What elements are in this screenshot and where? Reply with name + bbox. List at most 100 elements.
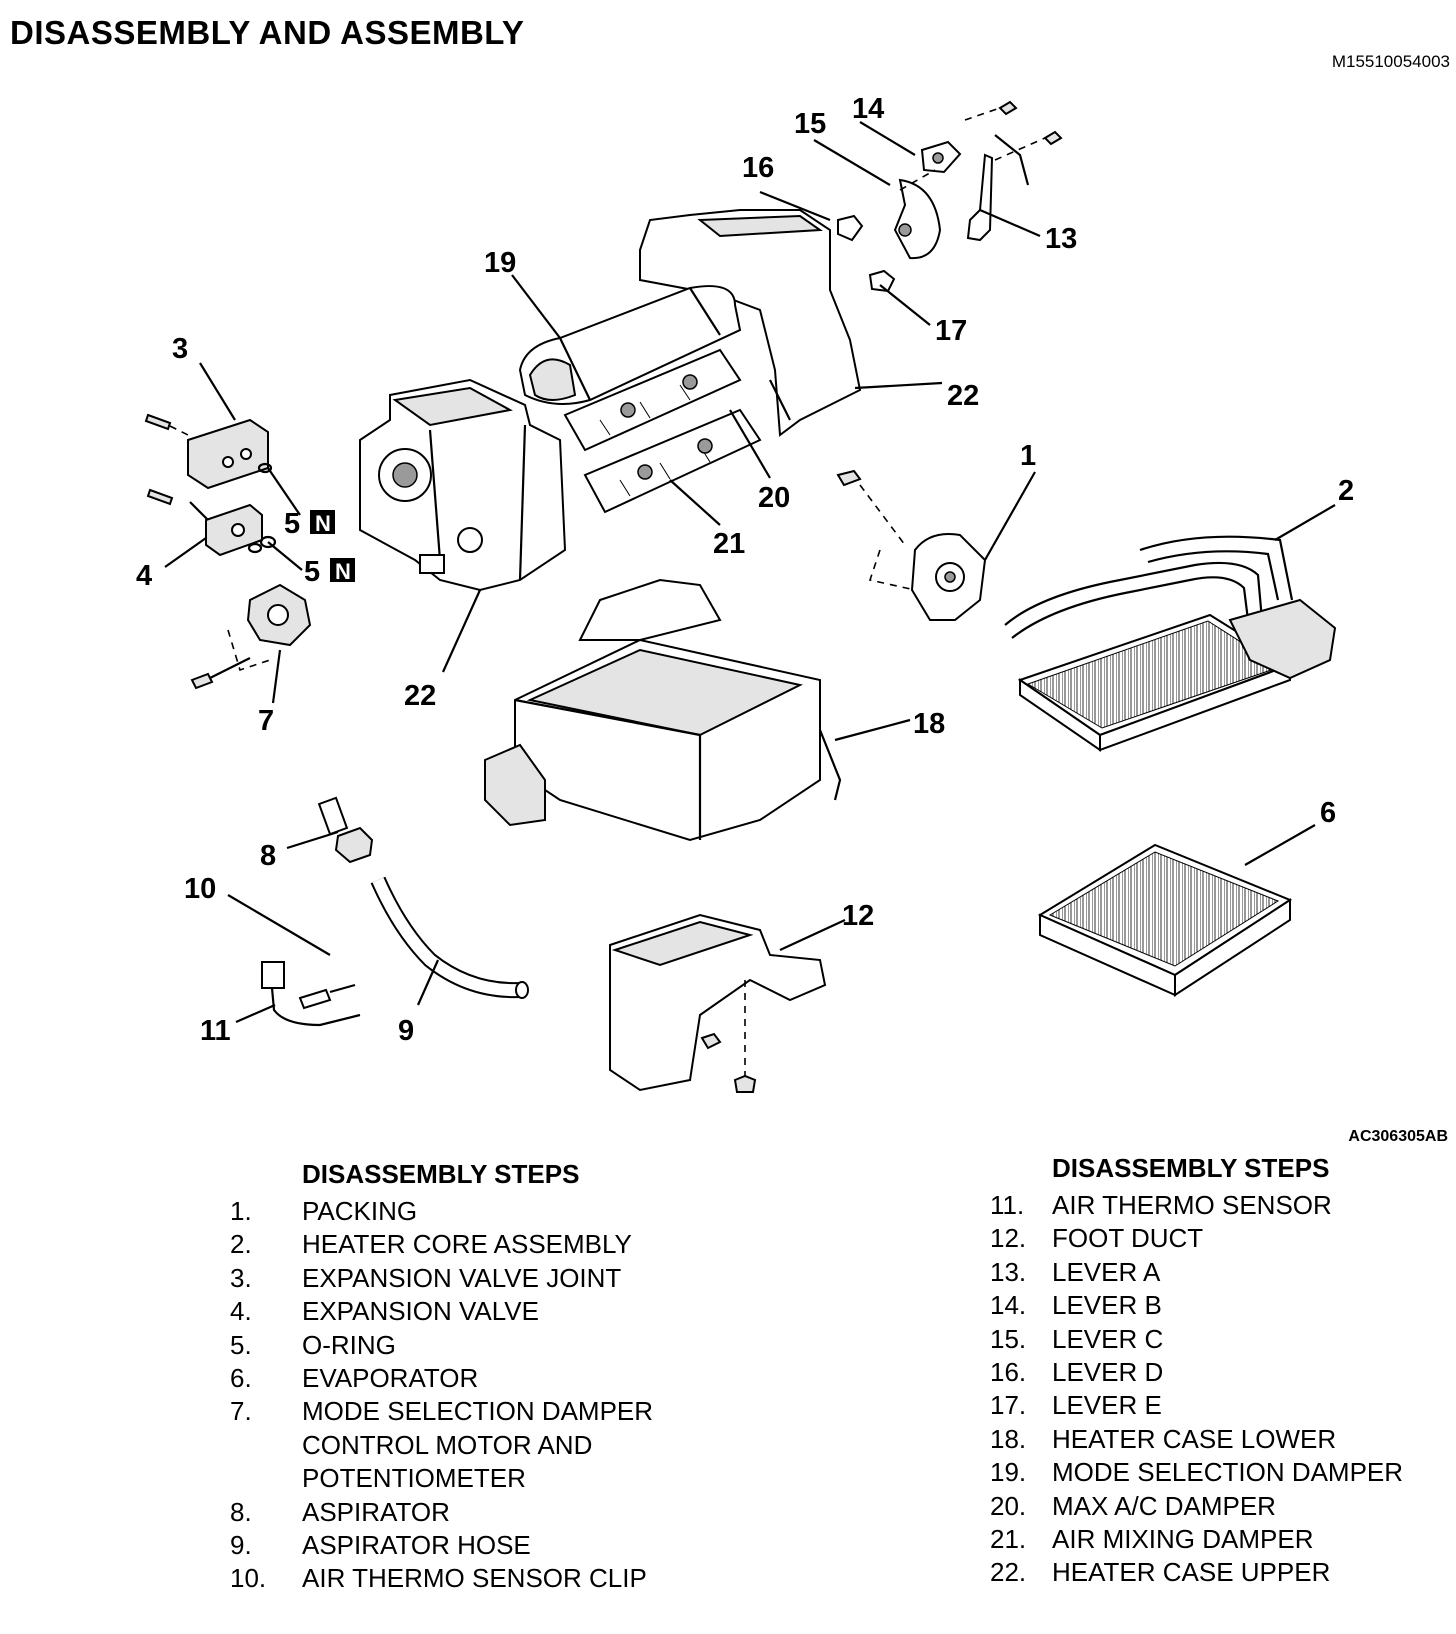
callout-18: 18 — [913, 708, 945, 740]
packing — [836, 469, 987, 621]
step-item: 1. PACKING — [230, 1195, 653, 1228]
step-number: 18. — [990, 1423, 1027, 1454]
step-number: 20. — [990, 1490, 1027, 1521]
o-ring-lower — [259, 535, 277, 549]
evaporator — [1037, 843, 1293, 997]
step-label: AIR MIXING DAMPER — [1052, 1524, 1314, 1555]
step-number: 22. — [990, 1557, 1027, 1588]
mode-selection-damper — [518, 285, 742, 405]
step-item: 19. MODE SELECTION DAMPER — [990, 1456, 1403, 1489]
step-item: 20. MAX A/C DAMPER — [990, 1490, 1403, 1523]
step-number: 12. — [990, 1223, 1027, 1254]
step-item: 8.ASPIRATOR — [230, 1496, 653, 1529]
foot-duct — [609, 913, 827, 1093]
callout-15: 15 — [794, 108, 826, 140]
mode-selection-damper-motor — [190, 583, 312, 690]
step-label: LEVER B — [1052, 1290, 1162, 1321]
air-thermo-sensor — [261, 961, 361, 1027]
heater-case-lower — [484, 578, 842, 842]
callout-3: 3 — [172, 333, 188, 365]
step-label: MODE SELECTION DAMPER — [1052, 1457, 1404, 1488]
step-number: 8. — [230, 1496, 252, 1527]
step-item: 16.LEVER D — [990, 1356, 1403, 1389]
step-number: 7. — [230, 1396, 252, 1427]
figure-code: AC306305AB — [1348, 1128, 1448, 1145]
aspirator-hose — [370, 876, 529, 999]
o-ring-upper — [257, 462, 273, 474]
step-item: 12. FOOT DUCT — [990, 1222, 1403, 1255]
step-number: 19. — [990, 1457, 1027, 1488]
step-item: 13.LEVER A — [990, 1256, 1403, 1289]
step-item: 10. AIR THERMO SENSOR CLIP — [230, 1562, 653, 1595]
callout-14: 14 — [852, 93, 884, 125]
step-number: 4. — [230, 1296, 252, 1327]
step-item: 18.HEATER CASE LOWER — [990, 1423, 1403, 1456]
leader-lines — [164, 121, 1336, 1024]
callout-9: 9 — [398, 1015, 414, 1047]
heater-case-upper-front — [359, 378, 567, 592]
lever-assembly — [837, 100, 1063, 293]
document-code: M15510054003 — [1331, 52, 1450, 71]
step-label: AIR THERMO SENSOR CLIP — [302, 1563, 647, 1594]
new-part-badge-lower — [330, 558, 355, 582]
step-number: 1. — [230, 1196, 252, 1226]
page-title: DISASSEMBLY AND ASSEMBLY — [10, 14, 525, 51]
aspirator — [317, 796, 374, 864]
step-number: 21. — [990, 1524, 1027, 1555]
step-item: 5. O-RING — [230, 1329, 653, 1362]
step-item: 6.EVAPORATOR — [230, 1362, 653, 1395]
step-label: ASPIRATOR HOSE — [302, 1530, 531, 1561]
step-item: 17.LEVER E — [990, 1389, 1403, 1422]
step-number: 15. — [990, 1323, 1027, 1354]
heater-core-assembly — [1004, 535, 1337, 752]
expansion-valve — [146, 488, 263, 557]
air-mixing-damper — [583, 408, 762, 514]
step-number: 2. — [230, 1229, 252, 1260]
step-label: MODE SELECTION DAMPER CONTROL MOTOR AND … — [302, 1396, 654, 1494]
step-item: 21. AIR MIXING DAMPER — [990, 1523, 1403, 1556]
callout-20: 20 — [758, 482, 790, 514]
callout-22b: 22 — [404, 680, 436, 712]
callout-1: 1 — [1020, 440, 1036, 472]
callout-10: 10 — [184, 873, 216, 905]
step-item: 7. MODE SELECTION DAMPER CONTROL MOTOR AN… — [230, 1395, 653, 1495]
callout-19: 19 — [484, 247, 516, 279]
step-number: 9. — [230, 1530, 252, 1561]
step-label: PACKING — [302, 1196, 418, 1226]
step-label: HEATER CORE ASSEMBLY — [302, 1229, 632, 1260]
step-number: 6. — [230, 1363, 252, 1394]
step-number: 10. — [230, 1563, 267, 1594]
step-label: LEVER A — [1052, 1256, 1161, 1287]
callouts: 1 2 3 4 5 5 6 7 8 9 10 11 12 13 14 15 16… — [136, 93, 1354, 1047]
step-label: O-RING — [302, 1329, 396, 1360]
step-label: EXPANSION VALVE — [302, 1296, 539, 1327]
exploded-parts-diagram: 1 2 3 4 5 5 6 7 8 9 10 11 12 13 14 15 16… — [136, 93, 1354, 1093]
step-item: 11.AIR THERMO SENSOR — [990, 1189, 1403, 1222]
step-item: 4. EXPANSION VALVE — [230, 1295, 653, 1328]
callout-5b: 5 — [304, 556, 320, 588]
callout-13: 13 — [1045, 223, 1077, 255]
new-part-badge-text-lower: N — [335, 559, 351, 584]
step-item: 9. ASPIRATOR HOSE — [230, 1529, 653, 1562]
callout-2: 2 — [1338, 475, 1354, 507]
step-label: FOOT DUCT — [1052, 1223, 1204, 1254]
callout-21: 21 — [713, 528, 745, 560]
step-number: 11. — [990, 1190, 1025, 1220]
callout-8: 8 — [260, 840, 276, 872]
step-number: 14. — [990, 1290, 1027, 1321]
expansion-valve-joint — [144, 413, 269, 490]
step-label: MAX A/C DAMPER — [1052, 1490, 1276, 1521]
callout-6: 6 — [1320, 797, 1336, 829]
max-ac-damper — [563, 348, 742, 452]
steps-heading: DISASSEMBLY STEPS — [302, 1159, 580, 1189]
callout-12: 12 — [842, 900, 874, 932]
new-part-badge-text-upper: N — [315, 511, 331, 536]
step-number: 3. — [230, 1262, 252, 1293]
step-number: 5. — [230, 1329, 252, 1360]
disassembly-steps-left: DISASSEMBLY STEPS 1. PACKING 2. HEATER CORE… — [230, 1158, 653, 1596]
step-item: 15.LEVER C — [990, 1323, 1403, 1356]
step-item: 3. EXPANSION VALVE JOINT — [230, 1262, 653, 1295]
step-number: 17. — [990, 1390, 1027, 1421]
step-label: EXPANSION VALVE JOINT — [302, 1262, 622, 1293]
